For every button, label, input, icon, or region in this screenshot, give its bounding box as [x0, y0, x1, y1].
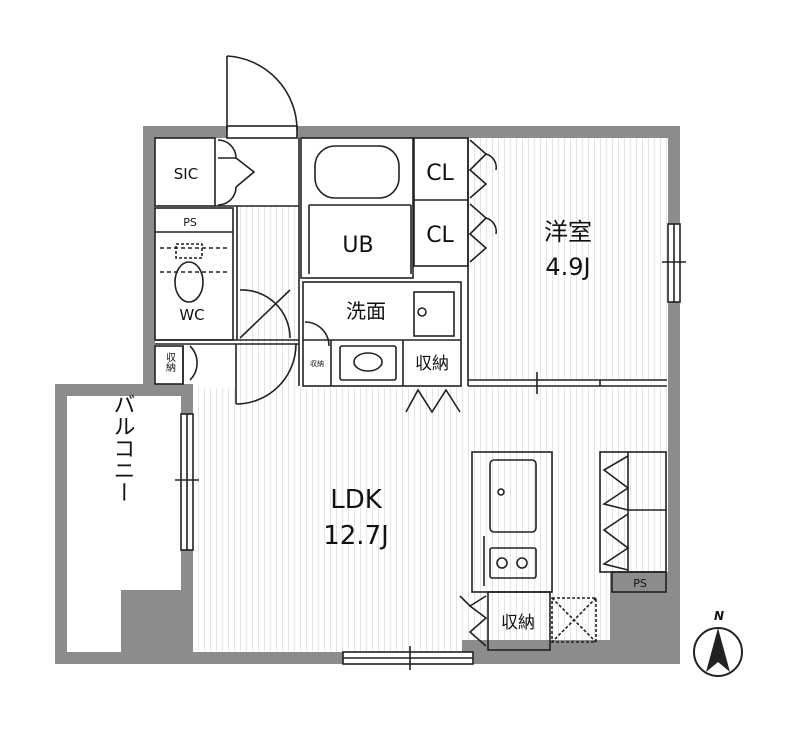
room-label-cl-bottom: CL — [426, 223, 454, 248]
doors — [189, 55, 630, 647]
room-label-ps-kitchen: PS — [633, 577, 647, 590]
floor-areas — [63, 138, 667, 651]
room-label-storage-tiny: 収納 — [310, 359, 324, 368]
room-label-western-room-size: 4.9J — [545, 253, 590, 281]
interior-walls — [154, 125, 686, 670]
toilet — [174, 261, 204, 303]
wall-right-lower — [610, 572, 680, 664]
wall-right — [668, 126, 680, 572]
sink — [489, 459, 537, 533]
room-label-storage-left: 収納 — [164, 352, 176, 373]
wash-basin — [339, 345, 397, 381]
room-label-ub: UB — [342, 233, 373, 258]
stove — [489, 547, 537, 579]
compass: N — [693, 609, 743, 677]
room-label-balcony: バルコニー — [110, 393, 135, 503]
bathtub — [314, 145, 400, 199]
room-labels: SIC PS WC 収納 UB CL CL 洋室 4.9J 洗面 収納 収納 バ… — [110, 161, 647, 633]
room-label-cl-top: CL — [426, 161, 454, 186]
room-label-storage-kitchen: 収納 — [501, 613, 535, 633]
room-label-ldk: LDK — [330, 485, 383, 515]
room-label-washroom: 洗面 — [346, 299, 386, 323]
room-label-ldk-size: 12.7J — [323, 521, 389, 551]
compass-north-label: N — [714, 609, 724, 623]
wall-top — [143, 126, 680, 138]
wall-kitchen-pillar — [462, 640, 612, 654]
room-label-wc: WC — [179, 306, 204, 324]
room-label-ps-wc: PS — [183, 216, 197, 229]
wall-balcony-top — [55, 384, 193, 396]
room-label-storage-mid: 収納 — [415, 354, 449, 374]
western-room-floor — [468, 138, 667, 380]
wall-balcony-corner — [121, 590, 181, 664]
wall-balcony-left — [55, 384, 67, 664]
room-label-sic: SIC — [174, 165, 198, 183]
wall-left-upper — [143, 126, 155, 386]
hall-floor — [237, 205, 299, 388]
room-label-western-room: 洋室 — [544, 218, 592, 246]
north-arrow-icon — [706, 628, 730, 672]
